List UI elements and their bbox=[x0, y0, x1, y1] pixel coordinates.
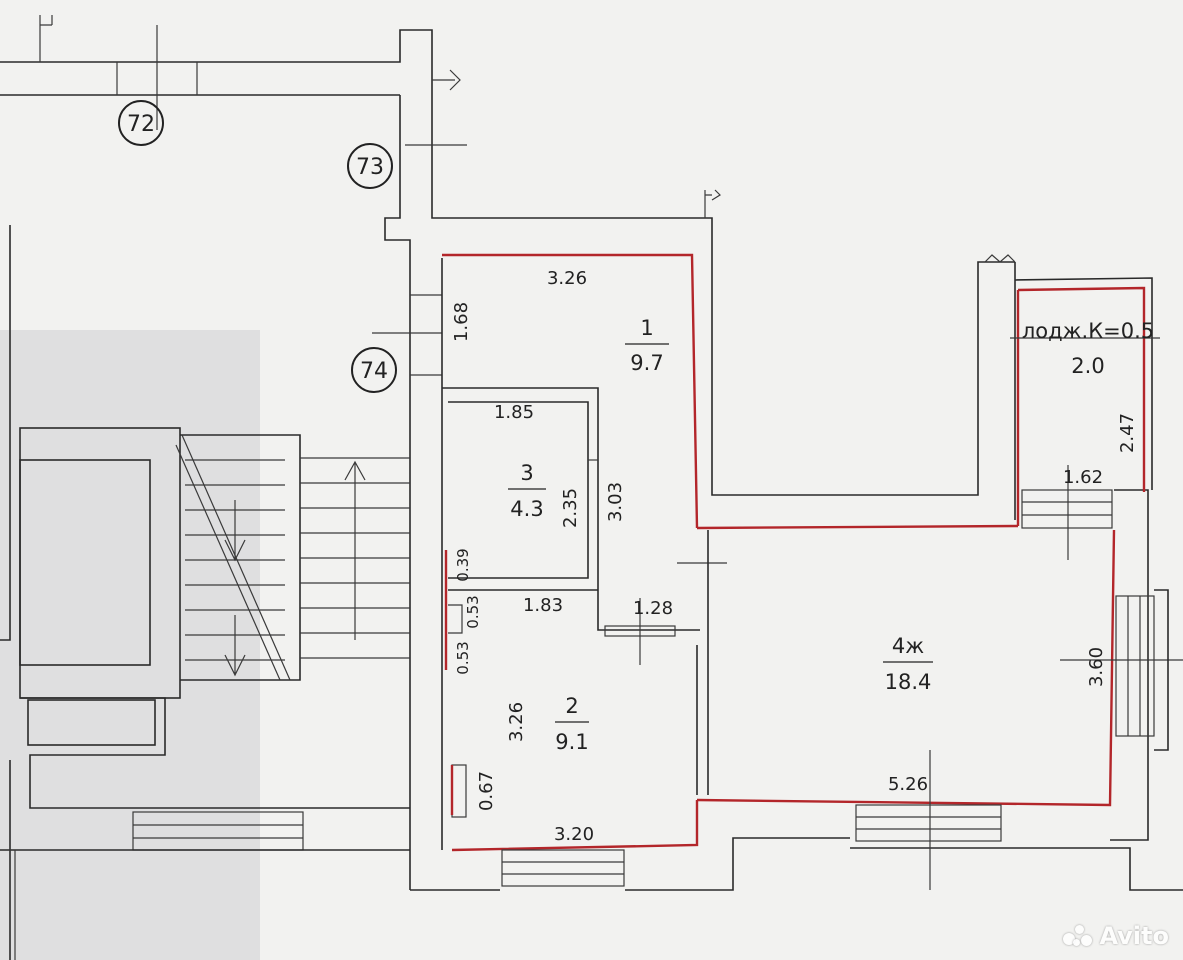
room-1-area: 9.7 bbox=[630, 351, 663, 375]
room-2-area: 9.1 bbox=[555, 730, 588, 754]
dim-gap-a: 0.53 bbox=[464, 595, 482, 628]
staircase bbox=[0, 225, 410, 960]
avito-watermark-text: Avito bbox=[1099, 922, 1169, 950]
room-1-label: 1 9.7 bbox=[625, 316, 669, 375]
dim-room4-bottom: 5.26 bbox=[888, 774, 928, 795]
room-2-label: 2 9.1 bbox=[555, 694, 589, 754]
dim-loggia-bottom: 1.62 bbox=[1063, 467, 1103, 488]
axis-73-label: 73 bbox=[356, 155, 384, 180]
dim-room2-window: 0.67 bbox=[476, 771, 497, 811]
axis-72-label: 72 bbox=[127, 112, 155, 137]
photo-shadow bbox=[0, 330, 260, 960]
dim-room3-top: 1.85 bbox=[494, 402, 534, 423]
room-3-number: 3 bbox=[520, 461, 533, 485]
apartment-walls bbox=[410, 253, 1183, 891]
dim-room2-bottom: 3.20 bbox=[554, 824, 594, 845]
loggia-name: лодж.К=0.5 bbox=[1022, 319, 1154, 343]
dim-door-bath: 1.28 bbox=[633, 598, 673, 619]
room-1-number: 1 bbox=[640, 316, 653, 340]
avito-watermark: Avito bbox=[1063, 922, 1169, 950]
room-4-label: 4ж 18.4 bbox=[883, 634, 933, 694]
axis-72: 72 bbox=[118, 100, 164, 146]
room-3-label: 3 4.3 bbox=[508, 461, 546, 521]
room-2-number: 2 bbox=[565, 694, 578, 718]
loggia-area: 2.0 bbox=[1071, 354, 1104, 378]
dim-room1-right: 3.03 bbox=[605, 482, 626, 522]
room-3-area: 4.3 bbox=[510, 497, 543, 521]
dim-room2-left: 3.26 bbox=[506, 702, 527, 742]
axis-74-label: 74 bbox=[360, 359, 388, 384]
dim-door-left: 0.39 bbox=[454, 548, 472, 581]
room-4-number: 4ж bbox=[892, 634, 924, 658]
top-walls bbox=[0, 15, 1016, 890]
dim-room1-left: 1.68 bbox=[451, 302, 472, 342]
dim-room4-right: 3.60 bbox=[1086, 647, 1107, 687]
room-4-area: 18.4 bbox=[885, 670, 932, 694]
avito-logo-icon bbox=[1063, 925, 1093, 947]
dimension-labels: 3.26 1.68 3.03 1.85 2.35 1.83 0.39 0.53 … bbox=[451, 268, 1138, 845]
dim-room1-top: 3.26 bbox=[547, 268, 587, 289]
dim-room3-bottom: 1.83 bbox=[523, 595, 563, 616]
dim-room3-right: 2.35 bbox=[560, 488, 581, 528]
loggia-label: лодж.К=0.5 2.0 bbox=[1022, 319, 1154, 378]
axis-74: 74 bbox=[351, 347, 397, 393]
dim-loggia-right: 2.47 bbox=[1117, 413, 1138, 453]
dim-gap-b: 0.53 bbox=[454, 641, 472, 674]
axis-73: 73 bbox=[347, 143, 393, 189]
